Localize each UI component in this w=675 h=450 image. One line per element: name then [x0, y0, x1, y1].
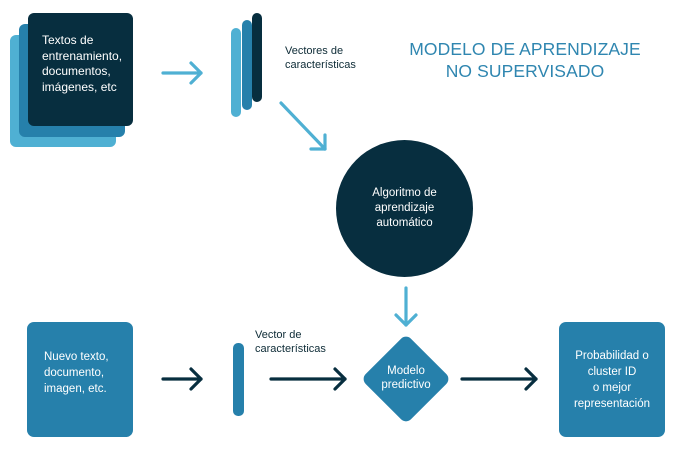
- arrow-head-icon: [189, 367, 203, 391]
- arrow-docs-to-vectors: [161, 61, 203, 85]
- text-line: características: [285, 59, 356, 71]
- text-line: predictivo: [381, 379, 431, 391]
- text-line: Textos de: [42, 33, 94, 47]
- ml-algorithm-node: Algoritmo de aprendizaje automático: [336, 140, 473, 277]
- arrow-head-icon: [189, 61, 203, 85]
- arrow-vectors-to-algorithm: [279, 101, 327, 151]
- text-line: características: [255, 343, 326, 355]
- feature-vector-bar-dark: [252, 13, 262, 102]
- feature-vector-label: Vector de características: [255, 328, 326, 356]
- diagram-title: MODELO DE APRENDIZAJE NO SUPERVISADO: [400, 38, 650, 82]
- new-input-box: Nuevo texto, documento, imagen, etc.: [27, 322, 133, 437]
- feature-vector-bar-mid: [242, 20, 252, 110]
- output-box: Probabilidad o cluster ID o mejor repres…: [559, 322, 665, 437]
- text-line: representación: [573, 398, 651, 410]
- arrow-shaft: [279, 101, 327, 151]
- text-line: aprendizaje: [374, 202, 435, 214]
- arrow-head-icon: [333, 367, 347, 391]
- arrow-head-icon: [394, 313, 418, 327]
- text-line: Modelo: [387, 365, 425, 377]
- text-line: imagen, etc.: [44, 383, 107, 395]
- text-line: documentos,: [42, 64, 111, 78]
- title-line-2: NO SUPERVISADO: [445, 61, 605, 81]
- output-text: Probabilidad o cluster ID o mejor repres…: [559, 348, 665, 412]
- arrow-head-icon: [309, 133, 327, 151]
- text-line: Vectores de: [285, 45, 344, 57]
- text-line: cluster ID: [587, 366, 637, 378]
- title-line-1: MODELO DE APRENDIZAJE: [409, 39, 641, 59]
- text-line: automático: [376, 217, 433, 229]
- text-line: imágenes, etc: [42, 79, 117, 94]
- feature-vectors-label: Vectores de características: [285, 44, 356, 72]
- predictive-model-text: Modelo predictivo: [362, 364, 450, 392]
- arrow-vector-to-model: [269, 367, 347, 391]
- text-line: Nuevo texto,: [44, 351, 109, 363]
- new-input-text: Nuevo texto, documento, imagen, etc.: [44, 349, 109, 397]
- arrow-input-to-vector: [161, 367, 203, 391]
- text-line: o mejor: [592, 382, 632, 394]
- arrow-head-icon: [524, 367, 538, 391]
- feature-vector-bar-single: [233, 343, 244, 416]
- text-line: Probabilidad o: [575, 350, 649, 362]
- training-docs-card: Textos de entrenamiento, documentos, imá…: [28, 13, 133, 126]
- training-docs-text: Textos de entrenamiento, documentos, imá…: [42, 33, 127, 95]
- arrow-algorithm-to-model: [394, 286, 418, 327]
- arrow-model-to-output: [460, 367, 538, 391]
- text-line: Vector de: [255, 329, 302, 341]
- text-line: entrenamiento,: [42, 48, 123, 63]
- text-line: Algoritmo de: [372, 187, 437, 199]
- text-line: documento,: [44, 367, 105, 379]
- feature-vector-bar-light: [231, 28, 241, 117]
